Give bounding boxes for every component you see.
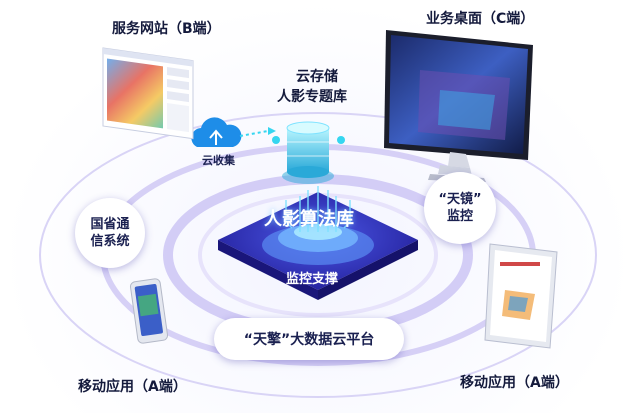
guoshen-line2: 信系统 — [90, 234, 130, 249]
cloud-collect-label: 云收集 — [202, 154, 235, 167]
c-end-label: 业务桌面（C端） — [426, 11, 535, 27]
central-platform — [218, 186, 418, 300]
tianqing-platform-node[interactable]: “天擎”大数据云平台 — [214, 318, 404, 360]
mobile-right-label: 移动应用（A端） — [460, 375, 569, 391]
cloud-storage-line1: 云存储 — [296, 69, 338, 85]
cloud-storage-line2: 人影专题库 — [277, 89, 347, 105]
tianqing-label: “天擎”大数据云平台 — [243, 332, 375, 348]
cloud-collect-icon — [191, 117, 276, 147]
tianjing-node[interactable]: “天镜” 监控 — [424, 172, 496, 244]
tianjing-line1: “天镜” — [438, 192, 482, 207]
cloud-storage-title: 云存储 人影专题库 — [277, 66, 352, 106]
service-website-screen — [102, 47, 194, 140]
monitoring-support-label: 监控支撑 — [286, 272, 339, 287]
mobile-phone-left — [129, 278, 169, 344]
tablet-right — [484, 243, 558, 349]
database-icon — [272, 121, 345, 184]
guoshen-line1: 国省通 — [90, 217, 130, 232]
guoshen-node[interactable]: 国省通 信系统 — [75, 198, 145, 268]
tianjing-line2: 监控 — [446, 209, 473, 224]
mobile-left-label: 移动应用（A端） — [78, 379, 187, 395]
b-end-label: 服务网站（B端） — [112, 21, 221, 37]
algorithm-library-title: 人影算法库 — [264, 209, 354, 230]
